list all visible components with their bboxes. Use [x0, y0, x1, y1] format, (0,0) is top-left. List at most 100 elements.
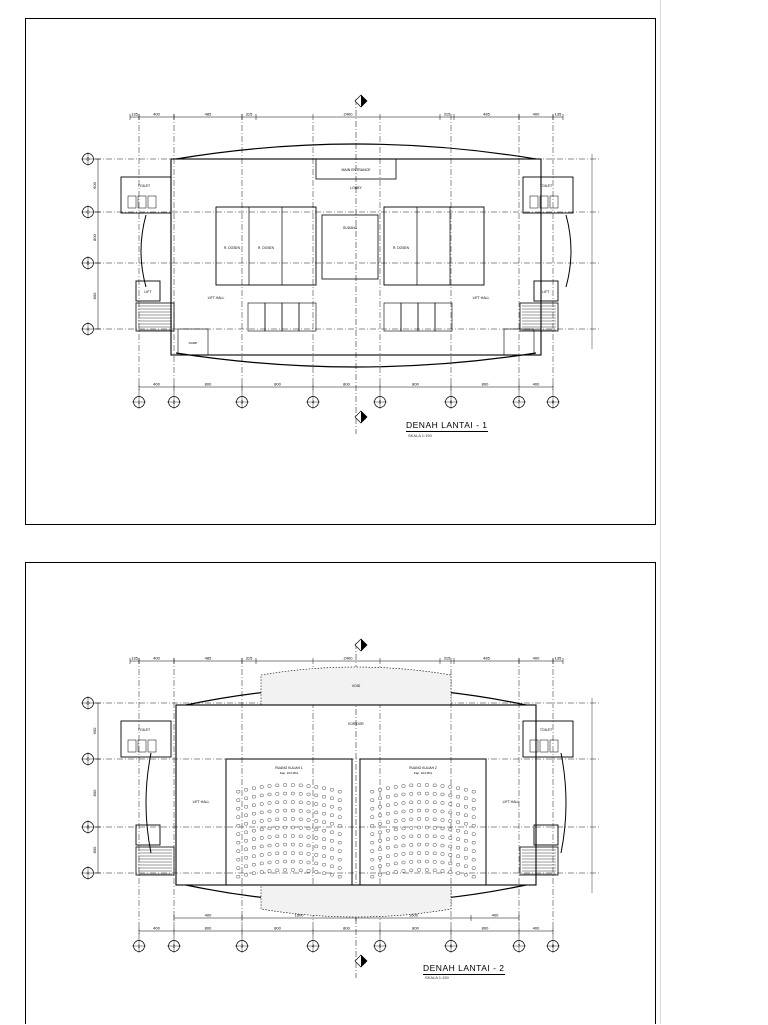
core-left-toilet	[120, 176, 172, 214]
grid-bubble-label: 6	[450, 944, 453, 949]
seat	[425, 825, 429, 830]
seat	[448, 802, 453, 806]
seat	[432, 792, 437, 796]
main-entrance-label: MAIN ENTRANCE	[342, 168, 372, 172]
seat	[275, 809, 280, 813]
seat	[401, 835, 406, 839]
seat	[417, 783, 421, 787]
lift-hall-left-label: LIFT HALL	[193, 800, 210, 804]
seat	[432, 783, 437, 787]
lecture-right-capacity: Kap. 224 Mhs	[414, 771, 433, 775]
toilet-right-label: TOILET	[540, 184, 553, 188]
seat	[298, 843, 303, 847]
seat	[386, 871, 390, 875]
seat	[322, 812, 326, 816]
dim-bottom-label: 800	[412, 926, 419, 931]
seat	[252, 854, 256, 858]
lift-left	[135, 280, 161, 302]
small-room	[434, 302, 453, 332]
seat	[417, 842, 421, 847]
dim-bottom-label: 400	[153, 382, 160, 387]
seat	[409, 868, 414, 872]
seat	[236, 824, 241, 828]
seat	[298, 860, 303, 864]
corridor-label: KORIDOR	[348, 722, 364, 726]
seat	[283, 800, 287, 804]
toilet-stall	[127, 195, 137, 209]
seat	[432, 826, 437, 830]
seat	[298, 783, 303, 787]
seat	[425, 783, 429, 787]
seat	[456, 846, 460, 850]
seat	[440, 860, 445, 865]
seat	[448, 785, 453, 789]
margin-edge	[660, 0, 661, 1024]
seat	[337, 849, 342, 853]
seat	[322, 829, 326, 833]
lift-hall-right-label: LIFT HALL	[473, 296, 490, 300]
lobby-label: LOBBY	[350, 186, 362, 190]
toilet-stall	[137, 739, 147, 753]
seat	[386, 803, 390, 807]
seat	[267, 843, 272, 848]
gudang-label: GUDANG	[343, 226, 358, 230]
seat	[259, 870, 264, 874]
seat	[432, 834, 437, 838]
toilet-stall	[137, 195, 147, 209]
seat	[337, 798, 342, 802]
seat	[393, 793, 398, 798]
seat	[236, 866, 241, 870]
toilet-stall	[147, 195, 157, 209]
seat	[244, 864, 248, 868]
seat	[425, 868, 429, 872]
seat	[386, 812, 390, 816]
seat	[370, 849, 375, 853]
seat	[432, 817, 437, 821]
seat	[471, 841, 476, 845]
office-block-right	[383, 206, 485, 286]
seat	[236, 790, 241, 794]
stair-left	[135, 846, 175, 876]
seat	[236, 841, 241, 845]
seat	[386, 854, 390, 858]
seat	[370, 866, 375, 870]
seat	[393, 802, 398, 806]
seat	[432, 800, 437, 804]
seat	[401, 869, 406, 873]
office-block-left	[215, 206, 317, 286]
seat	[267, 826, 272, 831]
lecture-hall-left	[225, 758, 353, 886]
seat	[314, 870, 319, 874]
seat	[306, 860, 311, 865]
dim-bottom-label: 800	[205, 926, 212, 931]
seat	[370, 790, 375, 794]
small-room	[281, 302, 300, 332]
seat	[393, 785, 398, 789]
dim-bottom-label: 800	[274, 926, 281, 931]
seat	[386, 820, 390, 824]
seat	[291, 851, 295, 855]
seat	[456, 812, 460, 816]
seat	[322, 786, 326, 790]
seat	[425, 817, 429, 821]
seat	[330, 830, 334, 834]
dim-top-label: 400	[153, 112, 160, 117]
building-outline	[175, 704, 537, 886]
seat	[440, 818, 445, 822]
seat	[236, 815, 241, 819]
scan-margin	[660, 0, 768, 1024]
seat	[401, 784, 406, 788]
seat	[370, 841, 375, 845]
seat	[471, 875, 476, 879]
small-room	[247, 302, 266, 332]
seat	[252, 846, 256, 850]
seat	[259, 844, 264, 849]
grid-bubble-label: A	[86, 871, 89, 876]
seat	[393, 819, 398, 823]
seat	[330, 864, 334, 868]
seat	[314, 836, 319, 840]
grid-bubble-label: B	[86, 825, 89, 830]
seat	[283, 868, 287, 872]
seat	[283, 851, 287, 855]
seat	[440, 852, 445, 856]
